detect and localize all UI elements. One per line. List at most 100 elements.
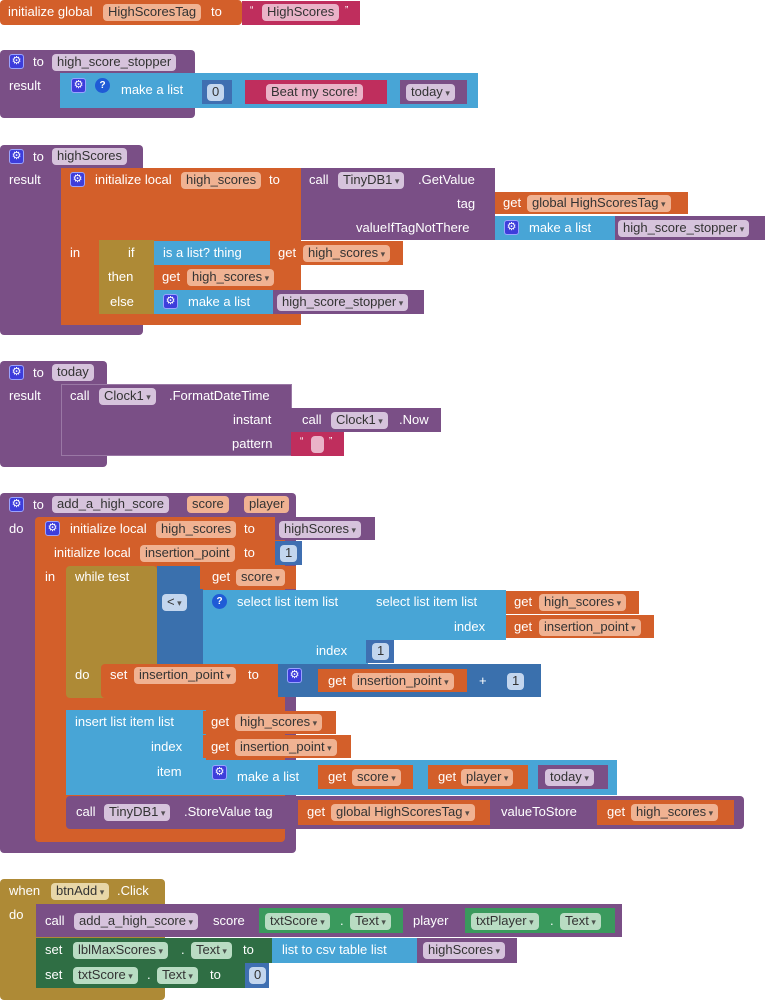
do-label: do	[9, 907, 24, 922]
component-dropdown[interactable]: Clock1	[331, 412, 388, 429]
local-var-name[interactable]: high_scores	[181, 172, 262, 189]
list-to-csv-block[interactable]	[272, 938, 420, 963]
make-list-label: make a list	[237, 769, 300, 784]
call-label: call	[70, 388, 90, 403]
gear-icon[interactable]: ⚙	[9, 365, 24, 380]
component-dropdown[interactable]: txtScore	[265, 913, 330, 930]
dot-label: .	[550, 913, 554, 928]
number-value[interactable]: 0	[207, 84, 225, 101]
make-list-label: make a list	[121, 82, 184, 97]
variable-dropdown[interactable]: global HighScoresTag	[527, 195, 671, 212]
pattern-label: pattern	[232, 436, 273, 451]
help-icon[interactable]: ?	[95, 78, 110, 93]
number-value[interactable]: 1	[507, 673, 525, 690]
string-value[interactable]: Beat my score!	[266, 84, 363, 101]
local-var-name[interactable]: high_scores	[156, 521, 237, 538]
call-label: call	[45, 913, 65, 928]
number-value[interactable]: 0	[249, 967, 267, 984]
pattern-value[interactable]	[311, 436, 324, 453]
procedure-name[interactable]: highScores	[52, 148, 128, 165]
variable-dropdown[interactable]: high_scores	[235, 714, 323, 731]
insert-list-item-block[interactable]	[66, 710, 206, 795]
string-value[interactable]: HighScores	[262, 4, 340, 21]
component-dropdown[interactable]: txtPlayer	[471, 913, 539, 930]
component-dropdown[interactable]: Clock1	[99, 388, 156, 405]
gear-icon[interactable]: ⚙	[70, 172, 85, 187]
gear-icon[interactable]: ⚙	[163, 294, 178, 309]
method-label: .GetValue	[418, 172, 475, 187]
to-label: to	[269, 172, 280, 187]
procedure-dropdown[interactable]: high_score_stopper	[618, 220, 750, 237]
gear-icon[interactable]: ⚙	[9, 497, 24, 512]
property-dropdown[interactable]: Text	[157, 967, 198, 984]
to-label: to	[248, 667, 259, 682]
property-dropdown[interactable]: Text	[350, 913, 391, 930]
get-label: get	[328, 769, 347, 784]
local-var-name[interactable]: insertion_point	[140, 545, 235, 562]
set-label: set	[45, 942, 63, 957]
number-value[interactable]: 1	[280, 545, 298, 562]
set-txtscore-text-block[interactable]	[36, 963, 248, 988]
component-dropdown[interactable]: TinyDB1	[104, 804, 171, 821]
do-label: do	[9, 521, 24, 536]
get-label: get	[307, 804, 326, 819]
to-label: to	[243, 942, 254, 957]
variable-dropdown[interactable]: score	[236, 569, 285, 586]
variable-dropdown[interactable]: insertion_point	[539, 619, 641, 636]
then-label: then	[108, 269, 134, 284]
select-list-item-block[interactable]	[368, 590, 506, 640]
get-label: get	[212, 569, 231, 584]
else-label: else	[110, 294, 134, 309]
select-list-item-block[interactable]	[203, 590, 368, 664]
to-label: to	[33, 149, 44, 164]
procedure-dropdown[interactable]: today	[545, 769, 594, 786]
variable-dropdown[interactable]: score	[352, 769, 401, 786]
property-dropdown[interactable]: Text	[560, 913, 601, 930]
procedure-dropdown[interactable]: add_a_high_score	[74, 913, 199, 930]
global-var-name[interactable]: HighScoresTag	[103, 4, 202, 21]
variable-dropdown[interactable]: insertion_point	[134, 667, 236, 684]
gear-icon[interactable]: ⚙	[287, 668, 302, 683]
procedure-dropdown[interactable]: today	[406, 84, 455, 101]
gear-icon[interactable]: ⚙	[71, 78, 86, 93]
gear-icon[interactable]: ⚙	[212, 765, 227, 780]
gear-icon[interactable]: ⚙	[504, 220, 519, 235]
operator-dropdown[interactable]: <	[162, 594, 187, 611]
procedure-dropdown[interactable]: highScores	[423, 942, 506, 959]
if-block[interactable]	[99, 240, 154, 314]
procedure-name[interactable]: add_a_high_score	[52, 496, 169, 513]
param-score[interactable]: score	[187, 496, 229, 513]
procedure-name[interactable]: high_score_stopper	[52, 54, 177, 71]
get-label: get	[328, 673, 347, 688]
gear-icon[interactable]: ⚙	[9, 149, 24, 164]
component-dropdown[interactable]: lblMaxScores	[73, 942, 169, 959]
param-player[interactable]: player	[244, 496, 290, 513]
variable-dropdown[interactable]: high_scores	[187, 269, 275, 286]
procedure-dropdown[interactable]: high_score_stopper	[277, 294, 409, 311]
component-dropdown[interactable]: TinyDB1	[338, 172, 405, 189]
item-label: item	[157, 764, 182, 779]
get-label: get	[514, 594, 533, 609]
variable-dropdown[interactable]: high_scores	[303, 245, 391, 262]
dot-label: .	[147, 967, 151, 982]
property-dropdown[interactable]: Text	[191, 942, 232, 959]
in-label: in	[70, 245, 81, 260]
call-label: call	[309, 172, 329, 187]
variable-dropdown[interactable]: high_scores	[539, 594, 627, 611]
help-icon[interactable]: ?	[212, 594, 227, 609]
variable-dropdown[interactable]: insertion_point	[235, 739, 337, 756]
is-list-block[interactable]	[154, 241, 270, 265]
index-label: index	[151, 739, 183, 754]
gear-icon[interactable]: ⚙	[9, 54, 24, 69]
component-dropdown[interactable]: txtScore	[73, 967, 138, 984]
variable-dropdown[interactable]: insertion_point	[352, 673, 454, 690]
variable-dropdown[interactable]: player	[461, 769, 514, 786]
gear-icon[interactable]: ⚙	[45, 521, 60, 536]
compare-block[interactable]	[157, 566, 203, 664]
variable-dropdown[interactable]: global HighScoresTag	[331, 804, 475, 821]
procedure-name[interactable]: today	[52, 364, 94, 381]
procedure-dropdown[interactable]: highScores	[279, 521, 362, 538]
variable-dropdown[interactable]: high_scores	[631, 804, 719, 821]
number-value[interactable]: 1	[372, 643, 390, 660]
component-dropdown[interactable]: btnAdd	[51, 883, 110, 900]
